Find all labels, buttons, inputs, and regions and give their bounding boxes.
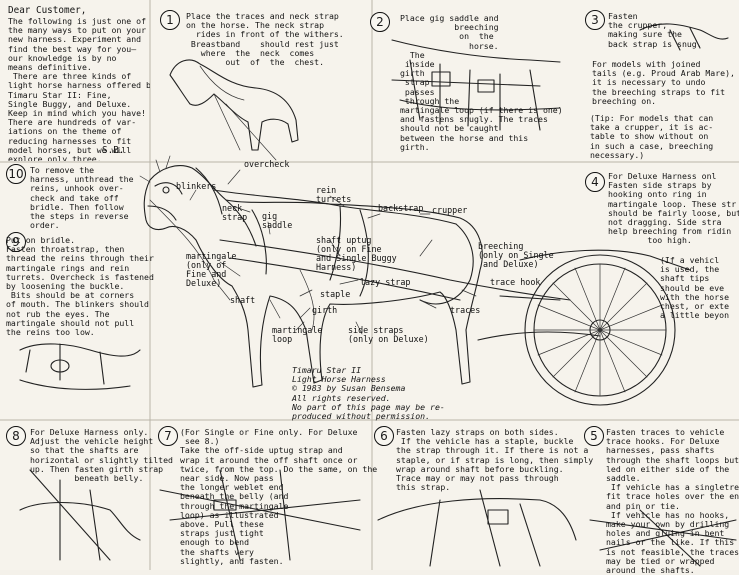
step-2-text: Place gig saddle and breeching on the ho…: [400, 13, 563, 152]
label-side-straps: side straps (only on Deluxe): [348, 325, 429, 344]
step-6-number: 6: [374, 426, 394, 446]
step-3-tip: (Tip: For models that can take a crupper…: [590, 113, 714, 160]
label-backstrap: backstrap: [378, 203, 424, 213]
step-4-vehicle-note: (If a vehicl is used, the shaft tips sho…: [660, 255, 730, 321]
label-girth: girth: [312, 305, 338, 315]
label-martingale: martingale (only of Fine and Deluxe): [186, 251, 237, 288]
step-8-text: For Deluxe Harness only. Adjust the vehi…: [30, 427, 173, 484]
label-gig-saddle: gig saddle: [262, 211, 293, 230]
label-trace-hook: trace hook: [490, 277, 541, 287]
step-7-text: (For Single or Fine only. For Deluxe see…: [180, 427, 378, 566]
label-rein-turrets: rein turrets: [316, 185, 352, 204]
step-6-text: Fasten lazy straps on both sides. If the…: [396, 427, 594, 493]
copyright-credit: Timaru Star II Light Horse Harness © 198…: [292, 365, 445, 422]
label-traces: traces: [450, 305, 481, 315]
intro-panel: Dear Customer, The following is just one…: [2, 2, 150, 161]
intro-initials: S.B.: [102, 145, 125, 156]
step-10-number: 10: [6, 164, 26, 184]
step-10-text: To remove the harness, unthread the rein…: [30, 165, 134, 231]
step-9-number: 9: [6, 232, 26, 252]
label-overcheck: overcheck: [244, 159, 290, 169]
label-shaft: shaft: [230, 295, 256, 305]
step-2-number: 2: [370, 12, 390, 32]
label-crupper: crupper: [432, 205, 468, 215]
label-neck-strap: neck strap: [222, 203, 248, 222]
label-blinkers: blinkers: [176, 181, 217, 191]
label-lazy-strap: lazy strap: [360, 277, 411, 287]
step-3-text: Fasten the crupper, making sure the back…: [608, 11, 702, 49]
step-4-text: For Deluxe Harness onl Fasten side strap…: [608, 171, 739, 246]
step-3-models-note: For models with joined tails (e.g. Proud…: [592, 59, 735, 106]
step-5-text: Fasten traces to vehicle trace hooks. Fo…: [606, 427, 739, 575]
step-3-number: 3: [585, 10, 605, 30]
label-shaft-uptug: shaft uptug (only on Fine and Single Bug…: [316, 235, 397, 272]
step-8-number: 8: [6, 426, 26, 446]
step-5-number: 5: [584, 426, 604, 446]
label-staple: staple: [320, 289, 351, 299]
label-martingale-loop: martingale loop: [272, 325, 323, 344]
step-9-text: Put on bridle. Fasten throatstrap, then …: [6, 235, 154, 338]
intro-greeting: Dear Customer,: [8, 5, 87, 16]
step-7-number: 7: [158, 426, 178, 446]
step-4-number: 4: [585, 172, 605, 192]
intro-body: The following is just one of the many wa…: [8, 16, 150, 161]
step-1-number: 1: [160, 10, 180, 30]
step-1-text: Place the traces and neck strap on the h…: [186, 11, 344, 68]
label-breeching: breeching (only on Single and Deluxe): [478, 241, 554, 269]
